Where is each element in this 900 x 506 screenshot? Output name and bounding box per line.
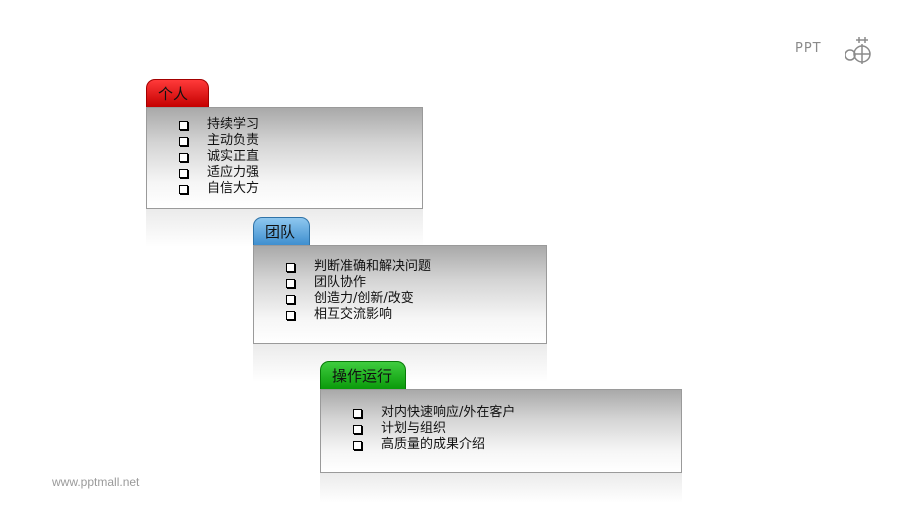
checkbox-icon bbox=[353, 424, 362, 434]
checkbox-icon bbox=[179, 120, 188, 130]
checkbox-icon bbox=[286, 294, 295, 304]
list-item: 持续学习 bbox=[179, 117, 259, 133]
checkbox-icon bbox=[353, 408, 362, 418]
team-list: 判断准确和解决问题 团队协作 创造力/创新/改变 相互交流影响 bbox=[286, 259, 431, 323]
list-item: 计划与组织 bbox=[353, 421, 515, 437]
checkbox-icon bbox=[286, 262, 295, 272]
list-item: 自信大方 bbox=[179, 181, 259, 197]
checkbox-icon bbox=[179, 168, 188, 178]
tab-operations-label: 操作运行 bbox=[332, 367, 393, 385]
list-item: 创造力/创新/改变 bbox=[286, 291, 431, 307]
logo-text: PPT bbox=[795, 41, 822, 56]
list-item: 高质量的成果介绍 bbox=[353, 437, 515, 453]
tab-team: 团队 bbox=[253, 217, 310, 245]
checkbox-icon bbox=[286, 278, 295, 288]
list-item: 主动负责 bbox=[179, 133, 259, 149]
team-box: 判断准确和解决问题 团队协作 创造力/创新/改变 相互交流影响 bbox=[253, 245, 547, 344]
tab-operations: 操作运行 bbox=[320, 361, 406, 389]
personal-list: 持续学习 主动负责 诚实正直 适应力强 自信大方 bbox=[179, 117, 259, 197]
operations-reflection bbox=[320, 473, 682, 503]
pptmall-logo: PPT bbox=[795, 36, 875, 66]
logo-mark-icon bbox=[845, 37, 871, 64]
checkbox-icon bbox=[353, 440, 362, 450]
checkbox-icon bbox=[286, 310, 295, 320]
operations-box: 对内快速响应/外在客户 计划与组织 高质量的成果介绍 bbox=[320, 389, 682, 473]
operations-list: 对内快速响应/外在客户 计划与组织 高质量的成果介绍 bbox=[353, 405, 515, 453]
list-item: 团队协作 bbox=[286, 275, 431, 291]
list-item: 对内快速响应/外在客户 bbox=[353, 405, 515, 421]
personal-box: 持续学习 主动负责 诚实正直 适应力强 自信大方 bbox=[146, 107, 423, 209]
list-item: 诚实正直 bbox=[179, 149, 259, 165]
checkbox-icon bbox=[179, 184, 188, 194]
checkbox-icon bbox=[179, 136, 188, 146]
tab-personal-label: 个人 bbox=[158, 85, 189, 103]
list-item: 判断准确和解决问题 bbox=[286, 259, 431, 275]
list-item: 相互交流影响 bbox=[286, 307, 431, 323]
checkbox-icon bbox=[179, 152, 188, 162]
list-item: 适应力强 bbox=[179, 165, 259, 181]
tab-team-label: 团队 bbox=[265, 223, 296, 241]
watermark-url: www.pptmall.net bbox=[52, 475, 140, 489]
tab-personal: 个人 bbox=[146, 79, 209, 107]
